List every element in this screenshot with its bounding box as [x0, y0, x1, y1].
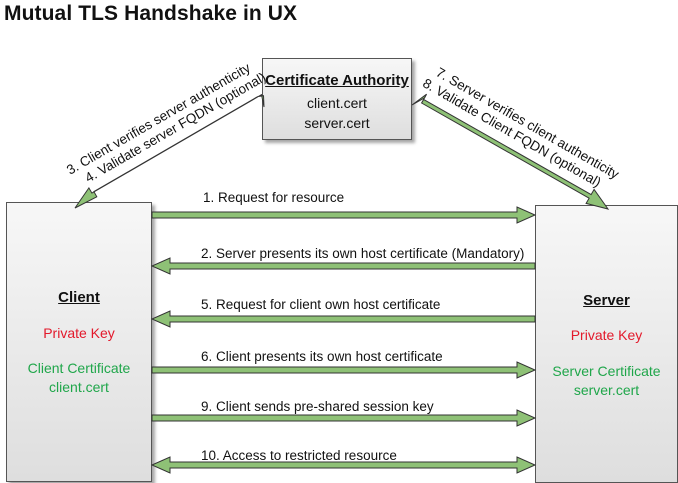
diagram-title: Mutual TLS Handshake in UX: [4, 2, 298, 25]
message-label-6: 10. Access to restricted resource: [201, 448, 397, 463]
client-ca-arrow: [74, 93, 265, 209]
server-title: Server: [583, 292, 630, 309]
message-arrow-1: [151, 206, 537, 224]
message-label-1: 1. Request for resource: [203, 190, 344, 205]
server-ca-label-2: 8. Validate Client FQDN (optional): [420, 75, 603, 190]
client-box: Client Private Key Client Certificate cl…: [6, 202, 152, 482]
message-label-4: 6. Client presents its own host certific…: [201, 349, 443, 364]
certificate-authority-title: Certificate Authority: [265, 72, 409, 89]
server-certificate-label: Server Certificate: [552, 363, 661, 379]
client-ca-label-1: 3. Client verifies server authenticity: [64, 60, 253, 178]
server-certificate-file: server.cert: [573, 382, 640, 398]
client-ca-label-2: 4. Validate server FQDN (optional): [82, 69, 268, 185]
message-arrow-2: [150, 257, 536, 275]
message-arrows: 1. Request for resource 2. Server present…: [150, 190, 537, 474]
client-certificate-label: Client Certificate: [27, 360, 131, 376]
message-arrow-4: [151, 361, 537, 379]
certificate-authority-box: Certificate Authority client.cert server…: [262, 58, 412, 140]
server-ca-arrow: [411, 93, 610, 210]
client-private-key: Private Key: [43, 325, 115, 341]
server-box: Server Private Key Server Certificate se…: [535, 205, 678, 483]
ca-server-cert: server.cert: [304, 115, 370, 131]
message-arrow-5: [151, 409, 537, 427]
message-label-5: 9. Client sends pre-shared session key: [201, 399, 434, 414]
server-private-key: Private Key: [570, 327, 643, 343]
client-title: Client: [58, 289, 100, 306]
message-label-2: 2. Server presents its own host certific…: [201, 246, 524, 261]
message-arrow-6: [150, 456, 537, 474]
client-certificate-file: client.cert: [49, 379, 109, 395]
ca-client-cert: client.cert: [307, 95, 367, 111]
message-arrow-3: [150, 310, 536, 328]
message-label-3: 5. Request for client own host certifica…: [201, 297, 440, 312]
